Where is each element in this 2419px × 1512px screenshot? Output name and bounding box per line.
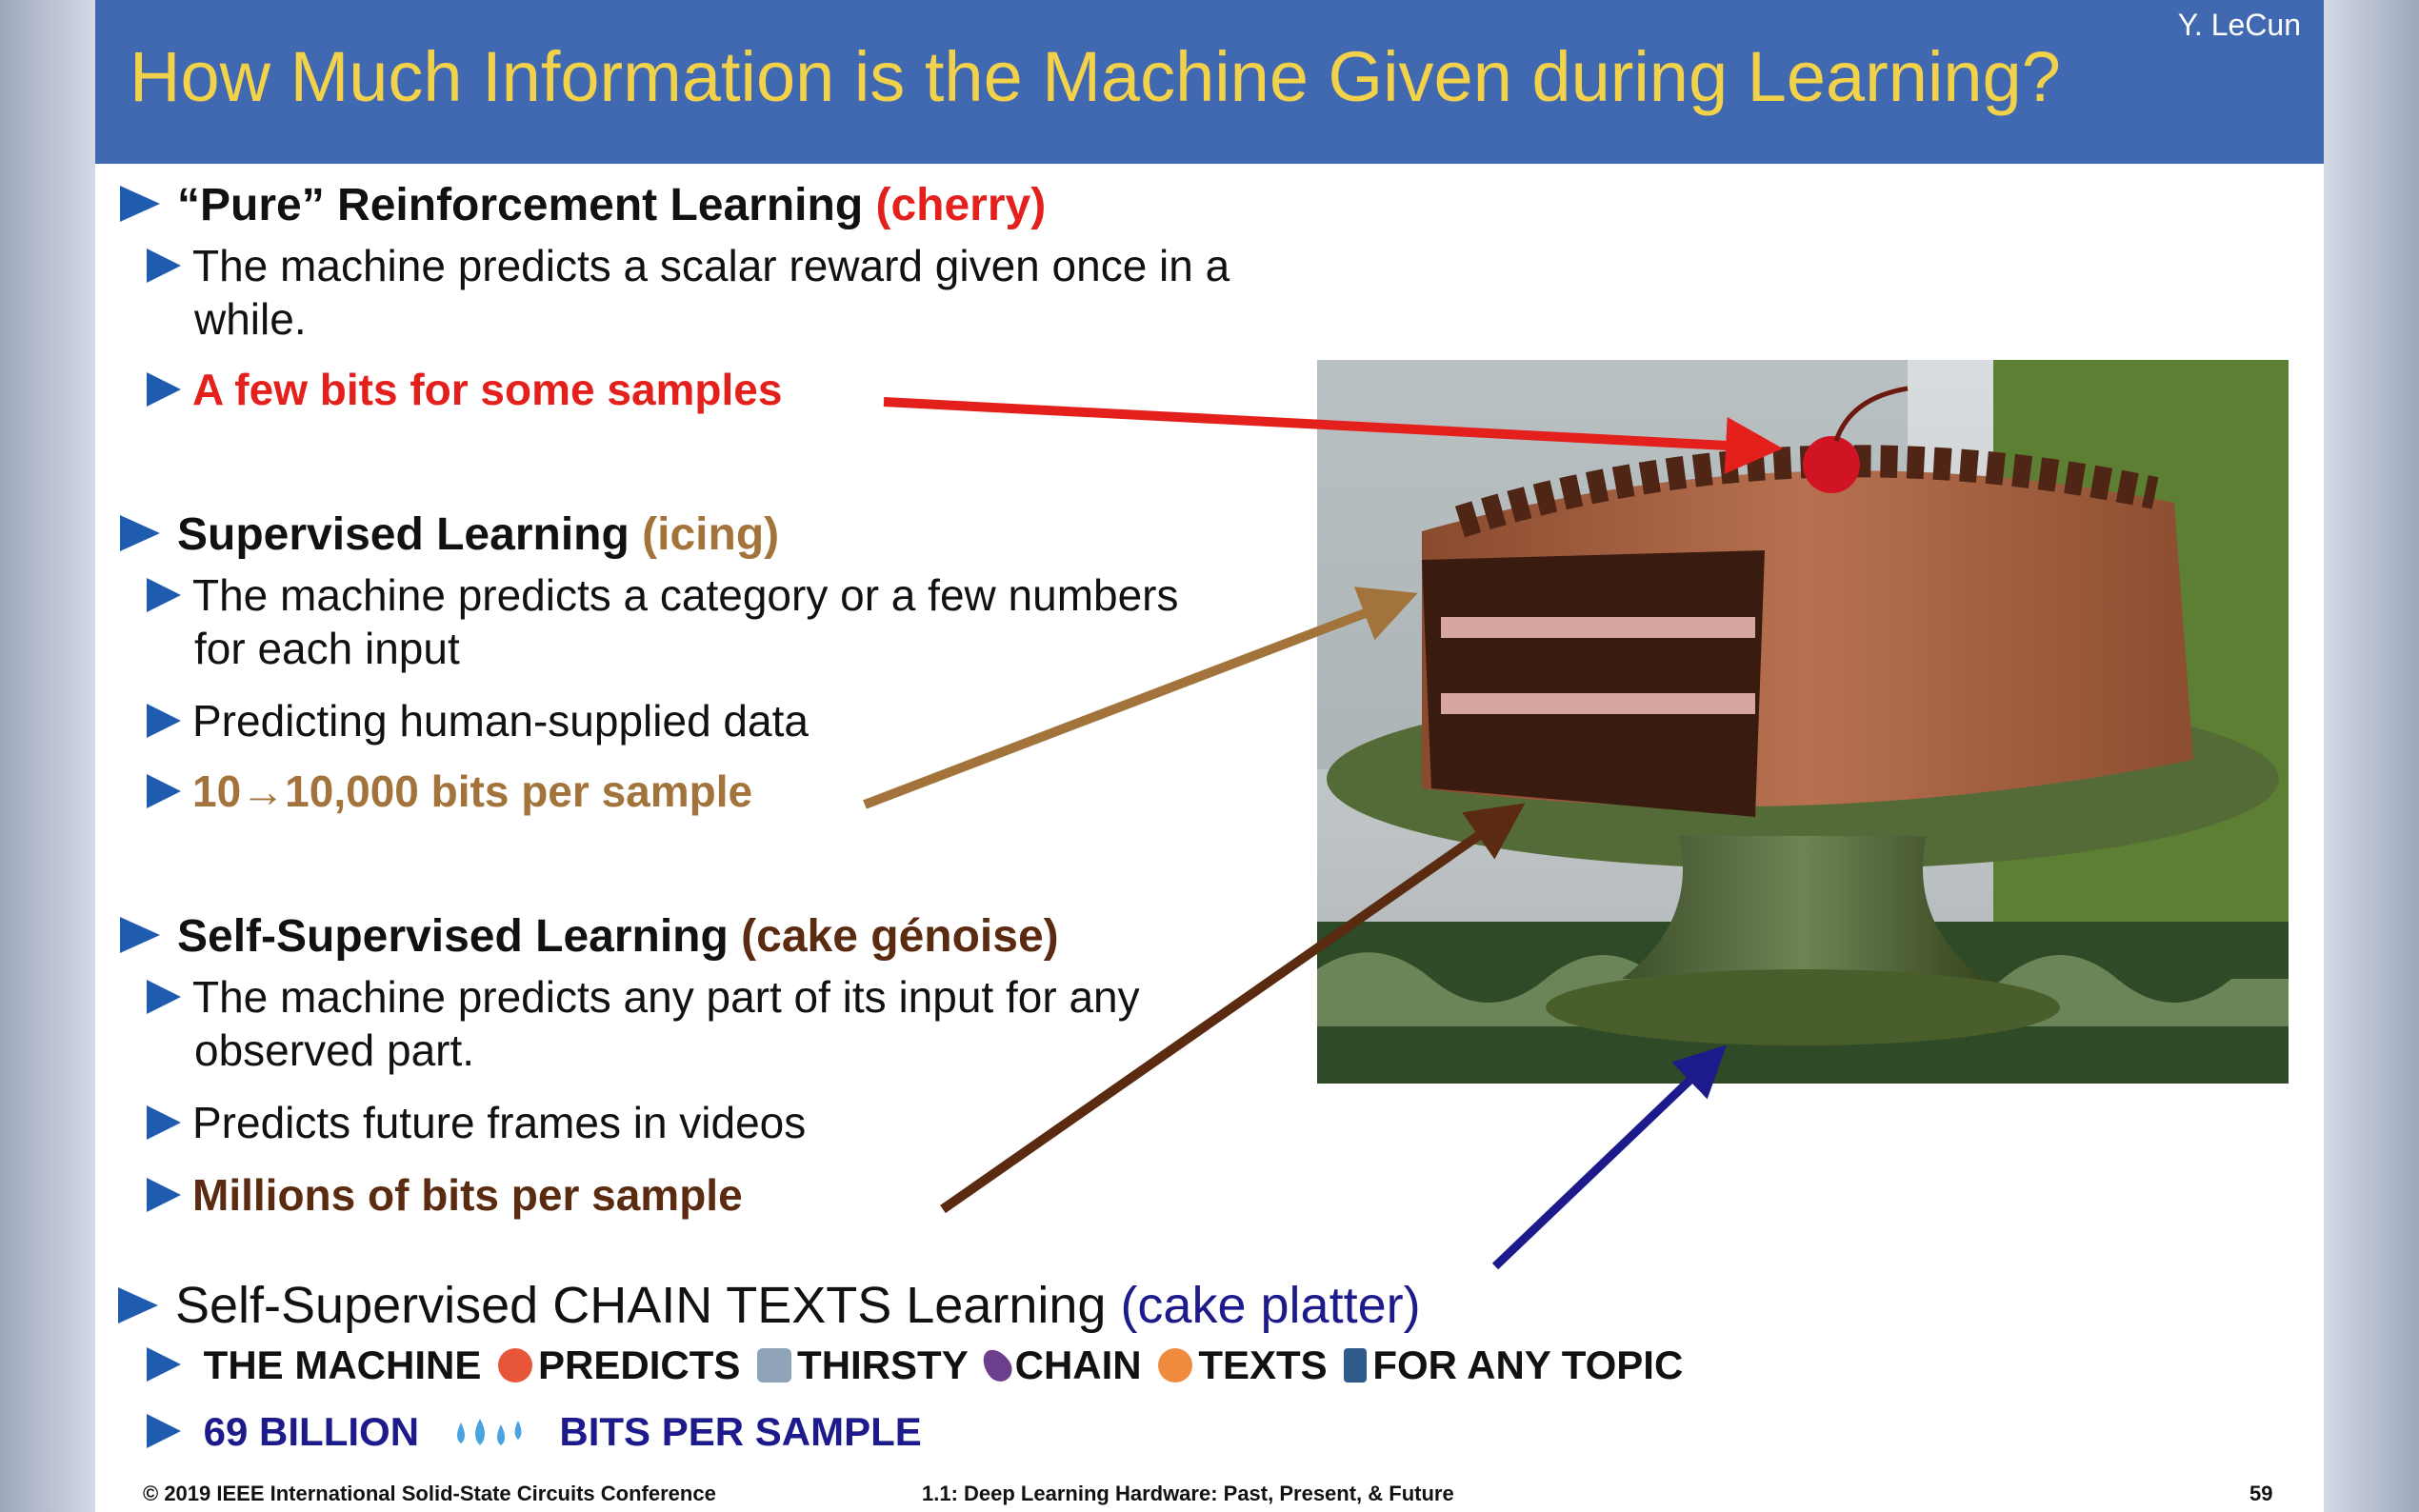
chain-line1: THE MACHINE PREDICTS THIRSTY CHAIN TEXTS… xyxy=(147,1343,1683,1388)
eggplant-emoji-icon xyxy=(976,1343,1017,1387)
sl-line1-text: The machine predicts a category or a few… xyxy=(192,570,1179,620)
bullet-triangle-icon xyxy=(147,1413,181,1448)
chain-word-predicts: PREDICTS xyxy=(538,1343,741,1387)
sl-bits-text: 10→10,000 bits per sample xyxy=(192,766,753,816)
slide-header: How Much Information is the Machine Give… xyxy=(95,0,2324,164)
sl-line1: The machine predicts a category or a few… xyxy=(147,569,1179,621)
chocolate-curls xyxy=(1454,445,2159,538)
sl-tag: (icing) xyxy=(642,509,780,560)
slide-title: How Much Information is the Machine Give… xyxy=(130,37,2061,116)
sl-bits: 10→10,000 bits per sample xyxy=(147,766,752,817)
cherry-stem xyxy=(1833,386,1909,442)
rl-bits: A few bits for some samples xyxy=(147,364,782,415)
chain-heading: Self-Supervised CHAIN TEXTS Learning (ca… xyxy=(118,1276,1421,1335)
rl-line1b: while. xyxy=(194,294,307,344)
bullet-triangle-icon xyxy=(147,703,181,738)
peach-emoji-icon xyxy=(1158,1347,1193,1383)
ssl-line1: The machine predicts any part of its inp… xyxy=(147,971,1140,1023)
ssl-line2-text: Predicts future frames in videos xyxy=(192,1098,807,1147)
ssl-bits: Millions of bits per sample xyxy=(147,1169,743,1221)
chain-word-texts: TEXTS xyxy=(1198,1343,1328,1387)
rl-heading-text: “Pure” Reinforcement Learning xyxy=(177,180,864,230)
slide: How Much Information is the Machine Give… xyxy=(95,0,2324,1512)
bullet-triangle-icon xyxy=(147,248,181,283)
background-right xyxy=(2324,0,2419,1512)
cake-image xyxy=(1317,360,2289,1084)
filling-layer xyxy=(1441,617,1755,638)
ssl-line1-text: The machine predicts any part of its inp… xyxy=(192,972,1140,1022)
robot-emoji-icon xyxy=(757,1347,792,1383)
footer-talk-title: 1.1: Deep Learning Hardware: Past, Prese… xyxy=(922,1482,1454,1505)
chain-tag: (cake platter) xyxy=(1120,1277,1421,1334)
bullet-triangle-icon xyxy=(147,577,181,612)
chain-word-thirsty: THIRSTY xyxy=(797,1343,968,1387)
ssl-bits-text: Millions of bits per sample xyxy=(192,1170,743,1220)
sl-line2-text: Predicting human-supplied data xyxy=(192,696,809,746)
cherry-arrow xyxy=(883,397,1783,474)
bullet-triangle-icon xyxy=(120,515,160,552)
bullet-triangle-icon xyxy=(147,773,181,808)
bullet-triangle-icon xyxy=(120,186,160,223)
rl-heading: “Pure” Reinforcement Learning (cherry) xyxy=(120,179,1046,231)
platter-base xyxy=(1546,969,2060,1045)
background-left xyxy=(0,0,95,1512)
slide-author: Y. LeCun xyxy=(2177,8,2301,42)
rl-tag: (cherry) xyxy=(875,180,1047,230)
chain-heading-text: Self-Supervised CHAIN TEXTS Learning xyxy=(175,1277,1107,1334)
cherry xyxy=(1803,436,1860,493)
chain-bits-per-sample: BITS PER SAMPLE xyxy=(559,1409,922,1454)
ssl-tag: (cake génoise) xyxy=(741,911,1059,962)
chain-word-chain: CHAIN xyxy=(1014,1343,1142,1387)
rl-bits-text: A few bits for some samples xyxy=(192,365,783,414)
sweat-droplets-emoji-icon xyxy=(451,1415,528,1449)
bullet-triangle-icon xyxy=(147,1177,181,1212)
icing-arrow xyxy=(863,587,1418,809)
bullet-triangle-icon xyxy=(147,1104,181,1140)
bullet-triangle-icon xyxy=(120,917,160,954)
pointer-arrows xyxy=(863,397,1783,1270)
rl-line1-text: The machine predicts a scalar reward giv… xyxy=(192,241,1230,290)
ssl-line1b: observed part. xyxy=(194,1025,475,1075)
phone-arrow-emoji-icon xyxy=(1344,1347,1368,1383)
sl-line1b: for each input xyxy=(194,624,460,673)
chain-billion: 69 BILLION xyxy=(203,1409,420,1454)
hot-face-emoji-icon xyxy=(498,1347,533,1383)
platter-arrow xyxy=(1491,1044,1728,1270)
sl-heading: Supervised Learning (icing) xyxy=(120,508,779,561)
ssl-heading: Self-Supervised Learning (cake génoise) xyxy=(120,910,1059,963)
genoise-arrow xyxy=(940,803,1526,1214)
bullet-triangle-icon xyxy=(147,371,181,407)
bullet-triangle-icon xyxy=(118,1286,158,1323)
footer-page-number: 59 xyxy=(2249,1482,2273,1505)
ssl-heading-text: Self-Supervised Learning xyxy=(177,911,729,962)
chain-word-machine: THE MACHINE xyxy=(203,1343,482,1387)
bullet-triangle-icon xyxy=(147,1346,181,1382)
chain-line2: 69 BILLION BITS PER SAMPLE xyxy=(147,1409,922,1455)
footer-conference: © 2019 IEEE International Solid-State Ci… xyxy=(143,1482,716,1505)
sl-heading-text: Supervised Learning xyxy=(177,509,630,560)
bullet-triangle-icon xyxy=(147,979,181,1014)
rl-line1: The machine predicts a scalar reward giv… xyxy=(147,240,1229,291)
filling-layer xyxy=(1441,693,1755,714)
ssl-line2: Predicts future frames in videos xyxy=(147,1097,806,1148)
chain-word-topic: FOR ANY TOPIC xyxy=(1372,1343,1684,1387)
platter-stem xyxy=(1622,836,1984,979)
sl-line2: Predicting human-supplied data xyxy=(147,695,809,746)
